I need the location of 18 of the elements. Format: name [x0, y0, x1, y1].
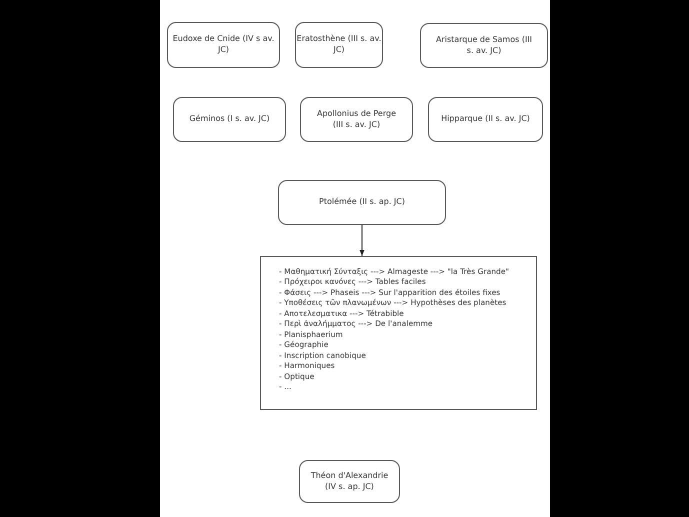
name-box: [295, 22, 383, 68]
name-box: [300, 97, 413, 142]
node-label: Ptolémée (II s. ap. JC): [319, 197, 405, 208]
node-label: Théon d'Alexandrie (IV s. ap. JC): [310, 470, 390, 492]
name-box: [299, 460, 400, 503]
name-box: [428, 97, 543, 142]
node-label: Géminos (I s. av. JC): [189, 114, 270, 125]
node-label: Eudoxe de Cnide (IV s av. JC): [172, 34, 276, 56]
node-label: Eratosthène (III s. av. JC): [296, 34, 382, 56]
name-box: [173, 97, 286, 142]
name-box: [420, 23, 548, 68]
node-label: Apollonius de Perge (III s. av. JC): [316, 108, 397, 130]
works-list-box: [260, 256, 537, 410]
node-label: Hipparque (II s. av. JC): [441, 114, 530, 125]
arrow: [360, 224, 364, 256]
name-box: [278, 180, 446, 225]
name-box: [167, 22, 280, 68]
node-label: Aristarque de Samos (III s. av. JC): [434, 34, 534, 56]
